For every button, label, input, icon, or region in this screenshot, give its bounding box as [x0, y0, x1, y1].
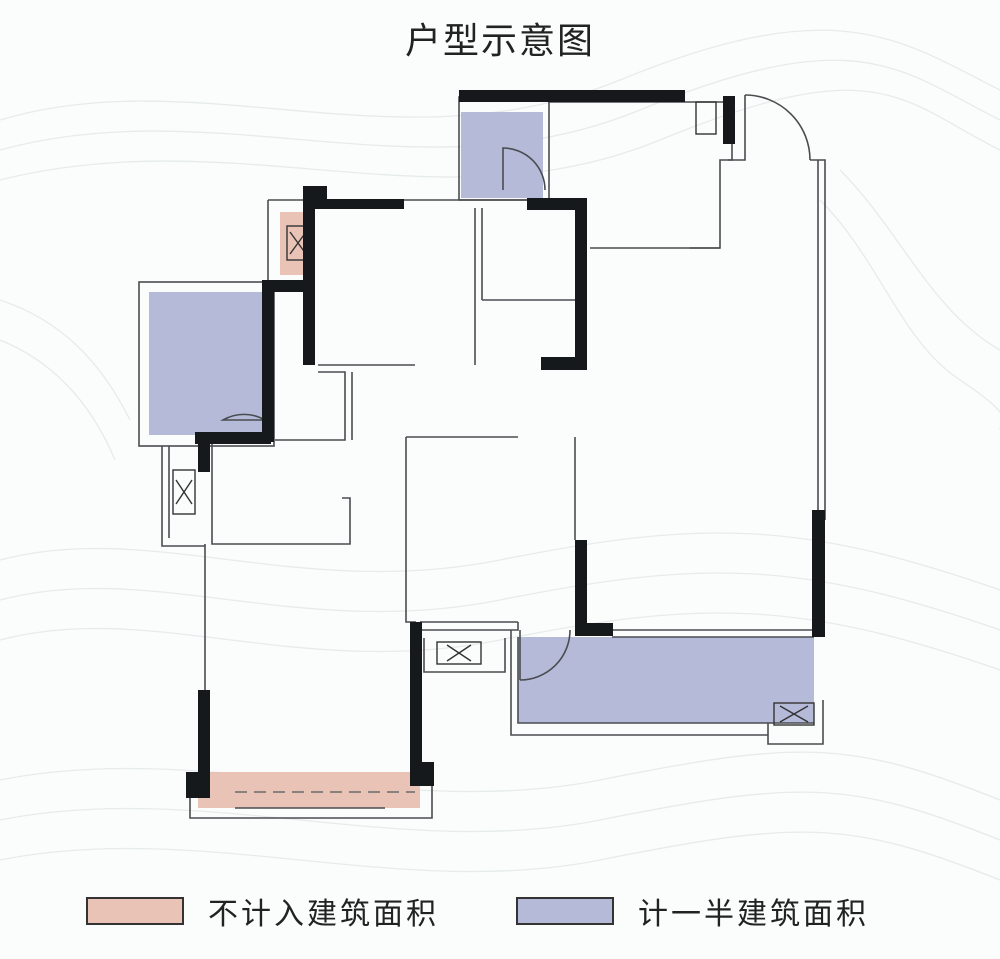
ac-units	[172, 101, 815, 726]
half-counted-swatch	[516, 897, 614, 925]
not-counted-swatch	[86, 897, 184, 925]
bay-window-north	[461, 112, 543, 198]
legend-half-counted: 计一半建筑面积	[516, 893, 869, 932]
ac-platform-south	[198, 772, 420, 808]
not-counted-label: 不计入建筑面积	[208, 897, 439, 932]
bay-window-west	[149, 292, 262, 435]
half-counted-label: 计一半建筑面积	[638, 897, 869, 932]
thin-walls	[138, 94, 826, 819]
legend-not-counted: 不计入建筑面积	[86, 893, 439, 932]
balcony-south	[518, 637, 814, 723]
doors	[220, 147, 571, 681]
structural-walls	[186, 90, 825, 798]
plan-title: 户型示意图	[404, 21, 595, 62]
